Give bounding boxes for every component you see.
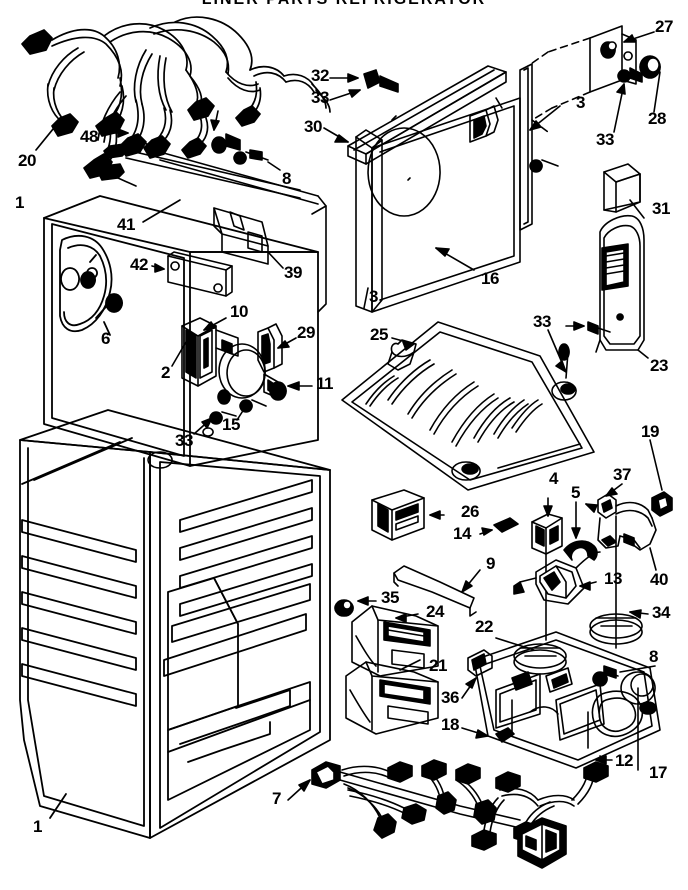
callout-35: 35 (381, 588, 399, 607)
callout-3-left: 3 (369, 287, 378, 306)
callout-8-upper: 8 (282, 169, 291, 188)
callout-14: 14 (453, 524, 471, 543)
part-wire-harness-lower (287, 759, 609, 869)
callout-37: 37 (613, 465, 631, 484)
callout-21: 21 (429, 656, 447, 675)
callout-16: 16 (481, 269, 499, 288)
part-center-mechanism (147, 317, 313, 469)
callout-43: 43 (192, 101, 210, 120)
callout-42: 42 (130, 255, 148, 274)
part-liner-upper-box (43, 195, 319, 467)
part-rear-panel (323, 63, 561, 313)
callout-33-center: 33 (175, 431, 193, 450)
part-hinge-plate (527, 25, 661, 133)
callout-18: 18 (441, 715, 459, 734)
callout-2: 2 (161, 363, 170, 382)
callout-17: 17 (649, 763, 667, 782)
callout-33-top: 33 (311, 88, 329, 107)
callout-5: 5 (571, 483, 580, 502)
callout-39: 39 (284, 263, 302, 282)
callout-41: 41 (117, 215, 135, 234)
callout-26: 26 (461, 502, 479, 521)
callout-20: 20 (18, 151, 36, 170)
callout-3-right: 3 (576, 93, 585, 112)
callout-40: 40 (650, 570, 668, 589)
callout-23: 23 (650, 356, 668, 375)
callout-36: 36 (441, 688, 459, 707)
callout-33-duct: 33 (533, 312, 551, 331)
callout-29: 29 (297, 323, 315, 342)
callout-28: 28 (648, 109, 666, 128)
diagram-title-cropped: LINER PARTS REFRIGERATOR (0, 0, 688, 7)
callout-34: 34 (652, 603, 670, 622)
part-drip-pan (341, 321, 595, 491)
callout-33-hinge: 33 (596, 130, 614, 149)
part-lower-components (334, 565, 656, 771)
part-upper-shelf-assembly (97, 110, 327, 313)
callout-32: 32 (311, 66, 329, 85)
callout-15: 15 (222, 415, 240, 434)
callout-9: 9 (486, 554, 495, 573)
callout-27: 27 (655, 17, 673, 36)
callout-10: 10 (230, 302, 248, 321)
part-liner-lower-cabinet (19, 409, 331, 839)
part-small-components (371, 439, 673, 649)
callout-22: 22 (475, 617, 493, 636)
callout-24: 24 (426, 602, 444, 621)
callout-11: 11 (316, 374, 333, 393)
callout-48: 48 (80, 127, 98, 146)
callout-25: 25 (370, 325, 388, 344)
callout-8-lower: 8 (649, 647, 658, 666)
part-compressor-base (473, 631, 661, 769)
part-wire-harness-upper (21, 16, 331, 179)
callout-1-upper: 1 (15, 193, 24, 212)
callout-4: 4 (549, 469, 558, 488)
callout-19: 19 (641, 422, 659, 441)
callout-31: 31 (652, 199, 670, 218)
part-cap-and-duct (565, 163, 649, 359)
callout-13: 13 (604, 569, 622, 588)
callout-7: 7 (272, 789, 281, 808)
callout-1-lower: 1 (33, 817, 42, 836)
callout-12: 12 (615, 751, 633, 770)
callout-30: 30 (304, 117, 322, 136)
callout-6: 6 (101, 329, 110, 348)
